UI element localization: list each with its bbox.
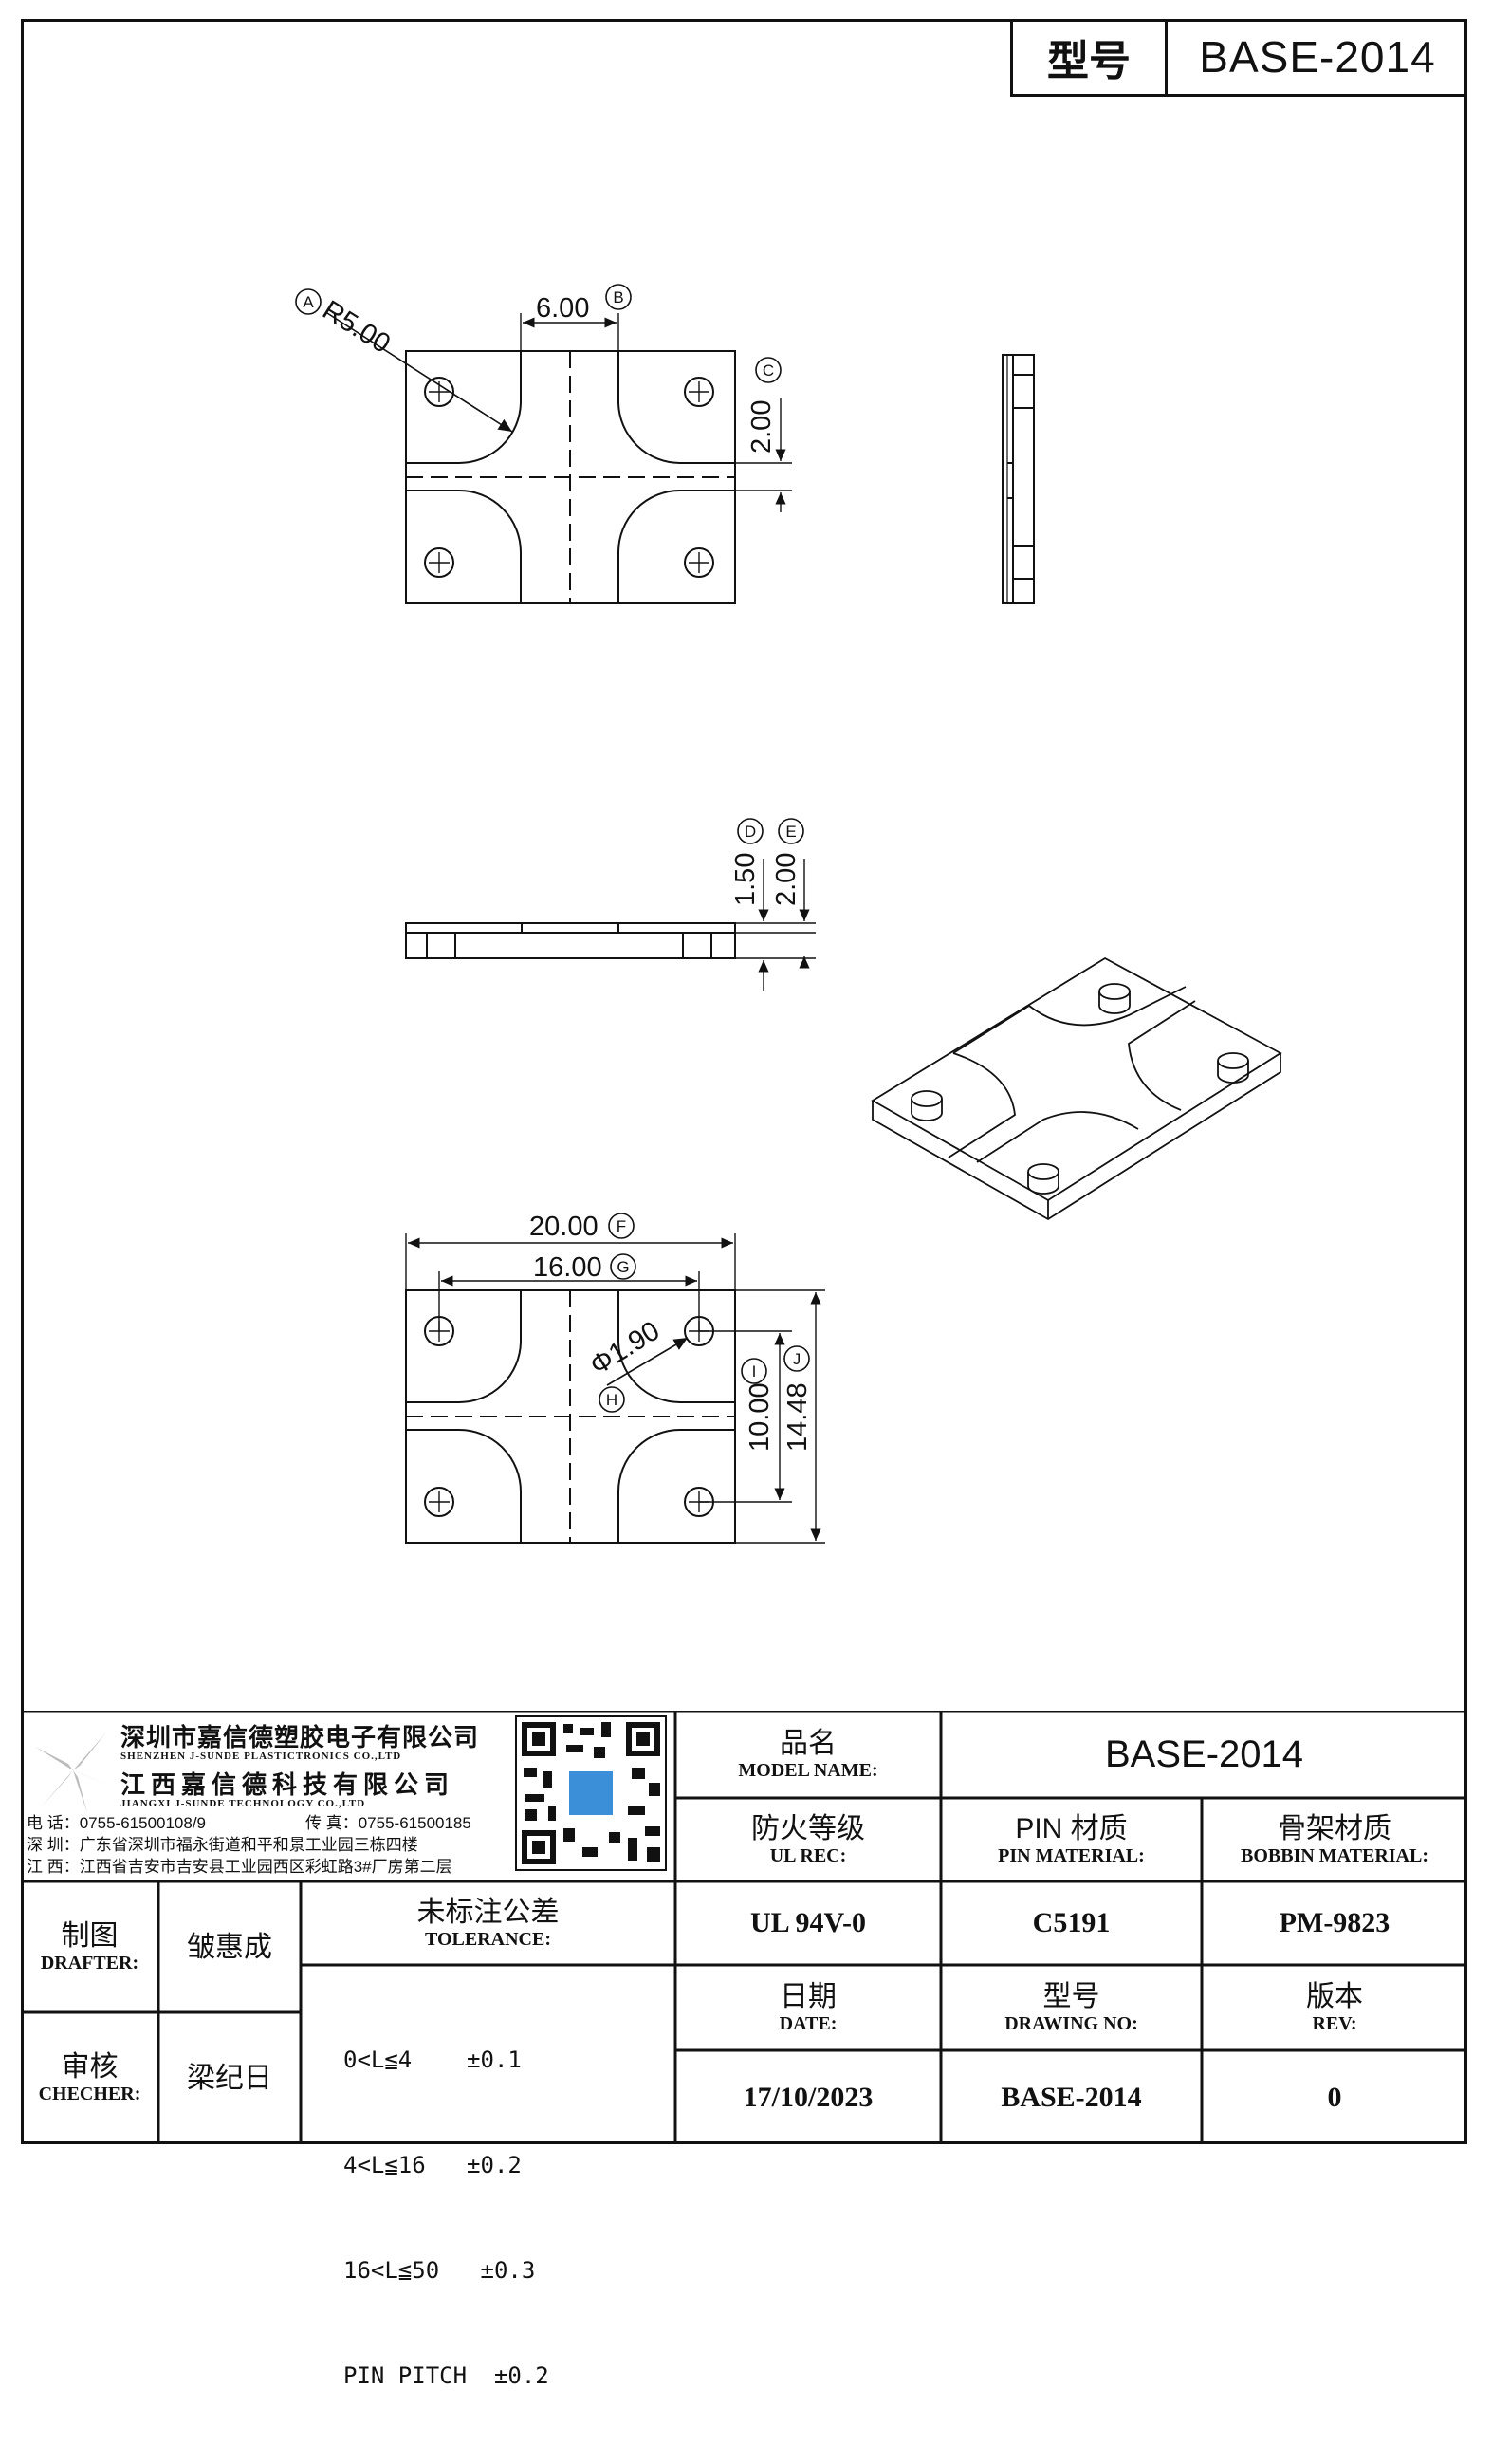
balloon-e: E	[785, 823, 796, 841]
ul-rec-value: UL 94V-0	[750, 1907, 866, 1938]
company-address-shenzhen: 深 圳：广东省深圳市福永街道和平和景工业园三栋四楼	[27, 1836, 418, 1854]
drawing-no-label: 型号 DRAWING NO:	[1004, 1980, 1138, 2034]
dim-h-value: Φ1.90	[585, 1316, 665, 1381]
model-header-box: 型号 BASE-2014	[1010, 19, 1467, 97]
bobbin-material-label: 骨架材质 BOBBIN MATERIAL:	[1241, 1812, 1428, 1866]
dim-g-value: 16.00	[533, 1252, 602, 1283]
dim-b-value: 6.00	[536, 293, 589, 324]
pin-material-label: PIN 材质 PIN MATERIAL:	[998, 1812, 1145, 1866]
tolerance-row: 16<L≦50 ±0.3	[343, 2257, 536, 2284]
drafter-value: 皱惠成	[187, 1931, 272, 1963]
dimension-balloons	[295, 284, 810, 1413]
isometric-view	[871, 956, 1282, 1221]
ul-rec-label: 防火等级 UL REC:	[751, 1812, 865, 1866]
dim-i-value: 10.00	[745, 1382, 775, 1452]
balloon-g: G	[617, 1258, 629, 1276]
front-view	[405, 859, 816, 991]
dim-a-value: R5.00	[317, 295, 396, 360]
balloon-b: B	[613, 288, 623, 306]
company-name-2: 江西嘉信德科技有限公司	[120, 1770, 455, 1799]
company-fax: 传 真：0755-61500185	[305, 1814, 471, 1832]
bobbin-material-value: PM-9823	[1279, 1907, 1391, 1938]
date-value: 17/10/2023	[743, 2081, 874, 2113]
tolerance-row: 0<L≦4 ±0.1	[343, 2047, 522, 2073]
balloon-j: J	[793, 1350, 801, 1368]
bottom-view	[405, 1233, 825, 1544]
company-logo-icon	[35, 1732, 108, 1813]
company-name-1-en: SHENZHEN J-SUNDE PLASTICTRONICS CO.,LTD	[120, 1751, 402, 1762]
pin-material-value: C5191	[1032, 1907, 1111, 1938]
model-name-value: BASE-2014	[1104, 1732, 1304, 1775]
balloon-d: D	[745, 823, 756, 841]
dim-c-value: 2.00	[746, 400, 777, 454]
company-name-1: 深圳市嘉信德塑胶电子有限公司	[120, 1723, 480, 1751]
company-phone: 电 话：0755-61500108/9	[27, 1814, 207, 1832]
balloon-i: I	[752, 1362, 757, 1380]
balloon-f: F	[617, 1217, 626, 1235]
balloon-a: A	[303, 293, 314, 311]
drawing-frame	[21, 19, 1467, 2144]
tolerance-row: 4<L≦16 ±0.2	[343, 2152, 522, 2178]
title-block: 深圳市嘉信德塑胶电子有限公司 SHENZHEN J-SUNDE PLASTICT…	[21, 1711, 1467, 2389]
rev-value: 0	[1327, 2081, 1342, 2113]
company-address-jiangxi: 江 西：江西省吉安市吉安县工业园西区彩虹路3#厂房第二层	[27, 1858, 452, 1876]
dim-f-value: 20.00	[529, 1212, 599, 1242]
model-name-label: 品名 MODEL NAME:	[738, 1727, 878, 1781]
checker-label: 审核 CHECHER:	[38, 2051, 141, 2104]
tolerance-label: 未标注公差 TOLERANCE:	[416, 1896, 560, 1950]
dim-j-value: 14.48	[783, 1382, 813, 1452]
drawing-no-value: BASE-2014	[1001, 2081, 1142, 2113]
date-label: 日期 DATE:	[779, 1980, 838, 2034]
balloon-h: H	[606, 1391, 617, 1409]
company-name-2-en: JIANGXI J-SUNDE TECHNOLOGY CO.,LTD	[120, 1798, 366, 1809]
company-info: 深圳市嘉信德塑胶电子有限公司 SHENZHEN J-SUNDE PLASTICT…	[21, 1711, 675, 1881]
qr-code-icon	[515, 1715, 667, 1871]
rev-label: 版本 REV:	[1306, 1980, 1363, 2034]
model-header-label: 型号	[1013, 19, 1168, 94]
title-block-grid	[21, 1711, 1467, 2144]
tolerance-table: 0<L≦4 ±0.1 4<L≦16 ±0.2 16<L≦50 ±0.3 PIN …	[343, 1973, 549, 2464]
balloon-c: C	[763, 361, 774, 380]
drafter-label: 制图 DRAFTER:	[40, 1919, 139, 1973]
top-view	[326, 312, 792, 604]
model-header-value: BASE-2014	[1199, 31, 1436, 82]
technical-drawing: A B C D E F G H I J R5.00 6.00 2.00 1.50…	[295, 284, 1282, 1544]
dim-d-value: 1.50	[730, 853, 761, 906]
dim-e-value: 2.00	[771, 853, 801, 906]
checker-value: 梁纪日	[187, 2063, 272, 2094]
side-view	[1002, 354, 1035, 604]
tolerance-row: PIN PITCH ±0.2	[343, 2362, 549, 2389]
